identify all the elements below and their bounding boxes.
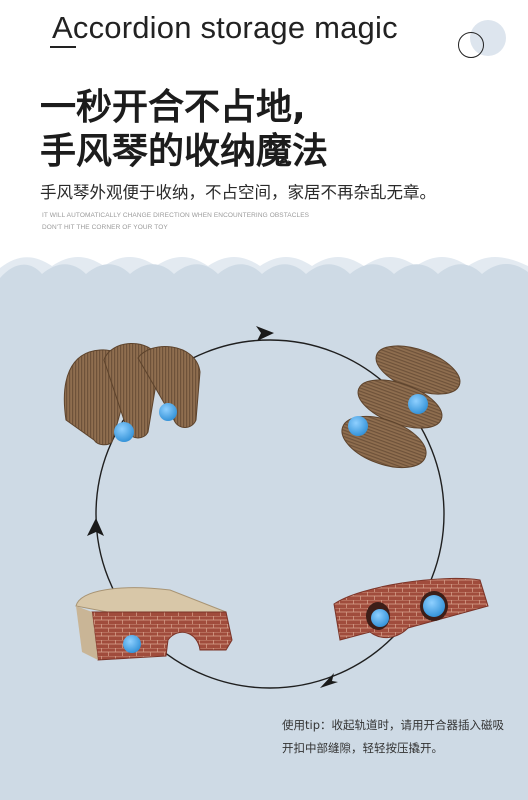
- cycle-arrow-icon-top: [256, 326, 274, 341]
- brick-arch-flat: [75, 587, 233, 661]
- headline-line-2: 手风琴的收纳魔法: [40, 131, 329, 172]
- fine-print-1: IT WILL AUTOMATICALLY CHANGE DIRECTION W…: [42, 212, 310, 219]
- title-underline: [50, 46, 76, 48]
- brick-tunnel-long: [333, 577, 489, 641]
- ring-logo-icon: [458, 32, 484, 58]
- headline-line-1: 一秒开合不占地,: [40, 87, 306, 128]
- cycle-arrow-icon-bottom: [320, 673, 338, 688]
- cycle-ring: [95, 339, 445, 689]
- header-title: Accordion storage magic: [52, 10, 398, 45]
- headline: 一秒开合不占地, 手风琴的收纳魔法: [40, 86, 328, 174]
- subtitle: 手风琴外观便于收纳，不占空间，家居不再杂乱无章。: [40, 183, 436, 202]
- cardboard-s-curve: [63, 343, 201, 446]
- fine-print-2: DON'T HIT THE CORNER OF YOUR TOY: [42, 224, 168, 231]
- cycle-arrow-icon-left: [87, 518, 104, 536]
- cardboard-ring-tower: [341, 345, 461, 469]
- usage-tip-line-1: 使用tip：收起轨道时，请用开合器插入磁吸: [282, 718, 505, 732]
- usage-tip-line-2: 开扣中部缝隙，轻轻按压撬开。: [282, 741, 443, 755]
- usage-tip: 使用tip：收起轨道时，请用开合器插入磁吸 开扣中部缝隙，轻轻按压撬开。: [282, 714, 504, 760]
